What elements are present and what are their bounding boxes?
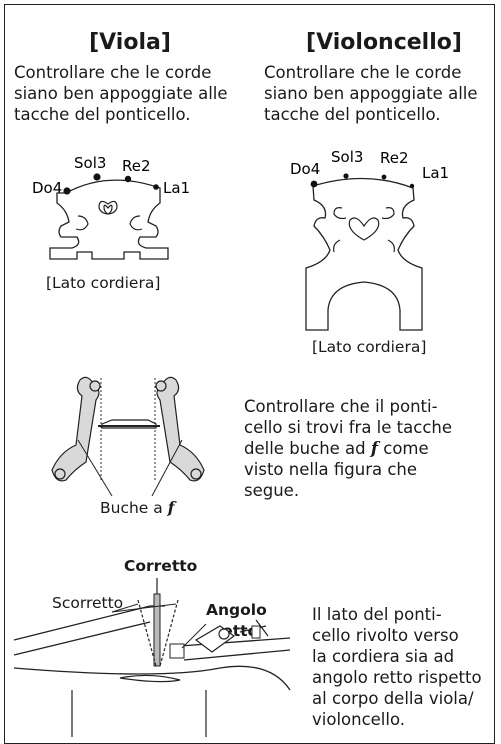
fholes-instructions: Controllare che il ponti- cello si trovi… <box>244 397 452 500</box>
cello-instructions: Controllare che le corde siano ben appog… <box>264 63 478 124</box>
viola-instructions: Controllare che le corde siano ben appog… <box>14 63 228 124</box>
correct-label: Corretto <box>124 557 198 575</box>
fholes-label: Buche a f <box>100 498 175 517</box>
cello-heading: [Violoncello] <box>306 30 462 55</box>
cello-caption: [Lato cordiera] <box>312 338 427 356</box>
wrong-label: Scorretto <box>52 594 124 612</box>
viola-heading: [Viola] <box>89 30 171 55</box>
viola-caption: [Lato cordiera] <box>46 274 161 292</box>
angle-instructions: Il lato del ponti- cello rivolto verso l… <box>312 605 482 729</box>
right-angle-label: Angolo retto <box>206 601 267 640</box>
